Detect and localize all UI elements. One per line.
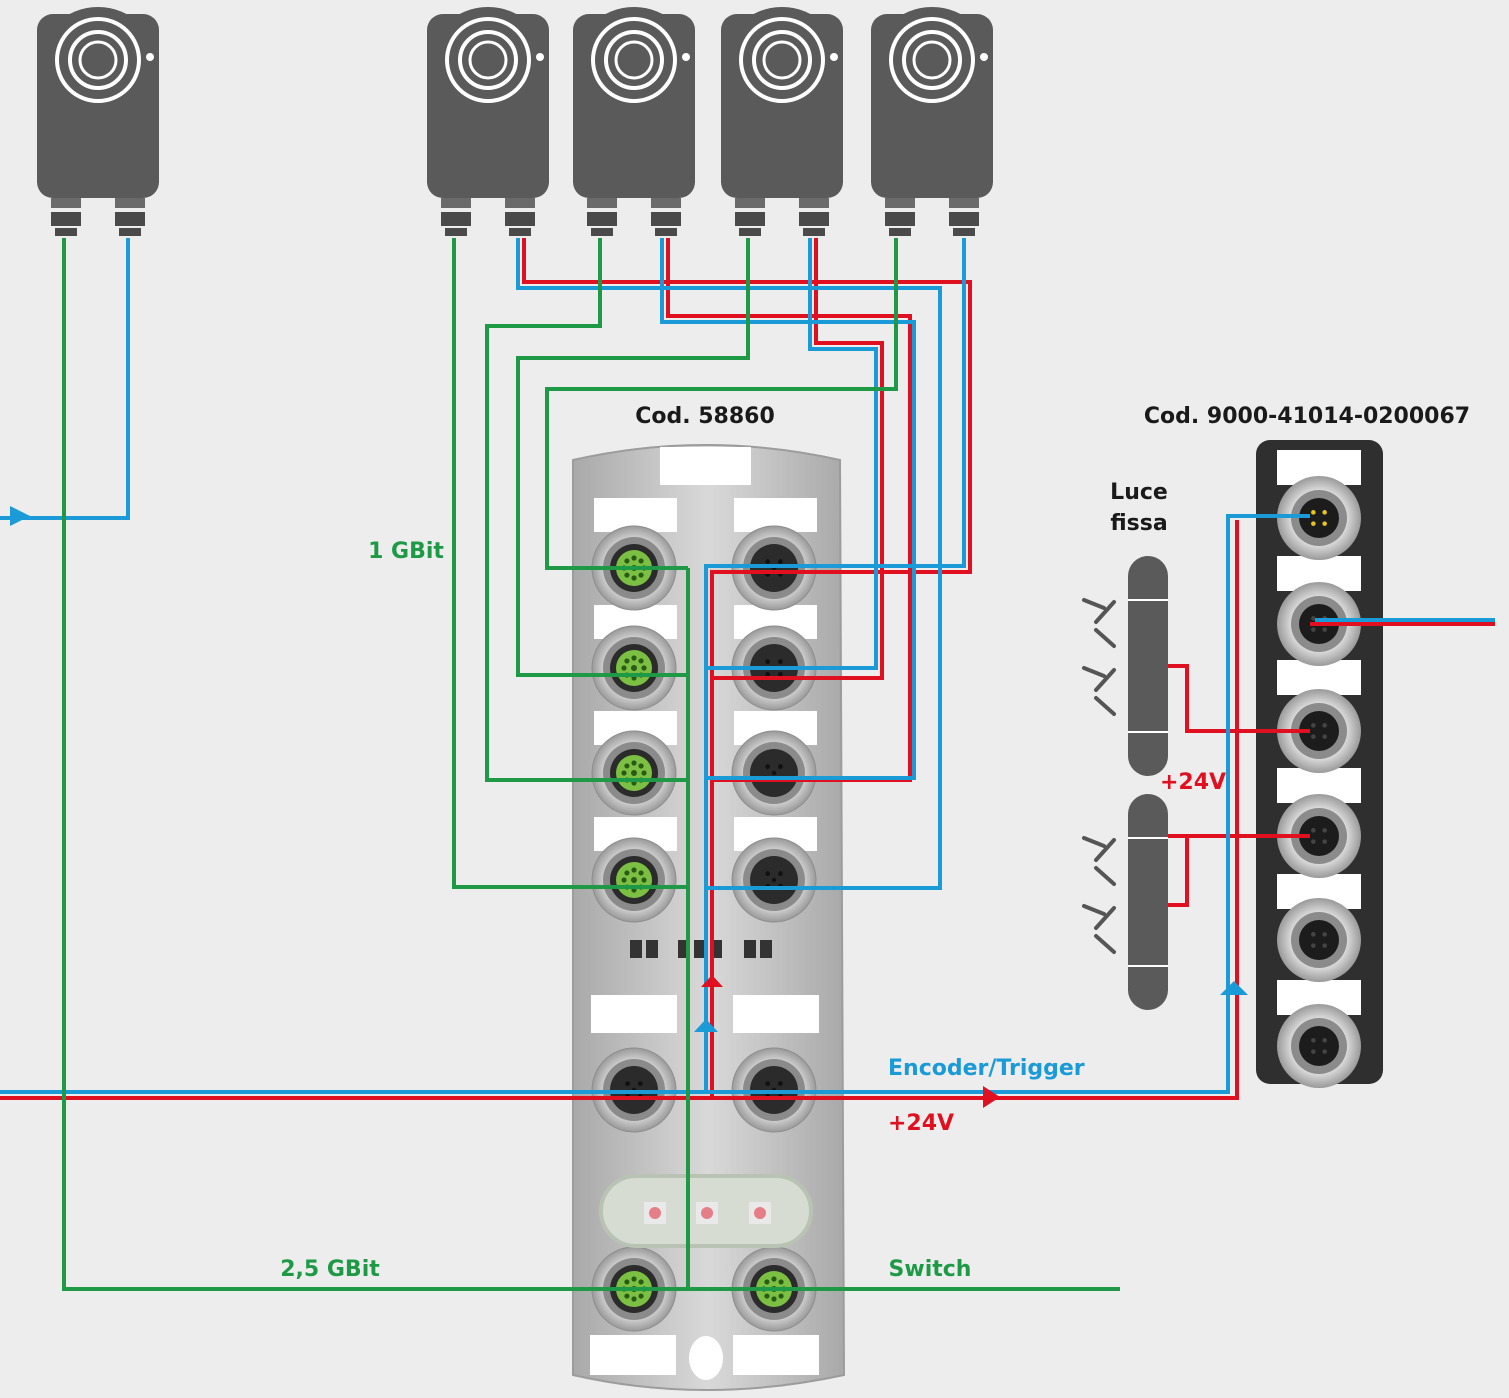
v24-bottom-label: +24V	[888, 1111, 954, 1136]
camera-connector	[441, 198, 471, 236]
trigger-wires	[0, 238, 1495, 1094]
lens-ring	[889, 17, 975, 103]
mounting-hole	[689, 1336, 723, 1380]
status-led-dot	[754, 1207, 766, 1219]
led-dot	[536, 53, 544, 61]
camera-connector	[651, 198, 681, 236]
camera	[427, 7, 549, 236]
lens-ring	[445, 17, 531, 103]
status-led-row	[630, 940, 772, 958]
lens	[752, 30, 812, 90]
gbit-1-label: 1 GBit	[368, 539, 444, 564]
led-dot	[980, 53, 988, 61]
led-dot	[682, 53, 690, 61]
label-plate	[591, 995, 677, 1033]
light-rays-icon	[1082, 904, 1116, 954]
led-dot	[146, 53, 154, 61]
label-plate	[660, 447, 751, 485]
switch-code-label: Cod. 58860	[635, 404, 775, 429]
light-label-line1: Luce	[1110, 480, 1168, 505]
light-label-line2: fissa	[1110, 511, 1167, 536]
camera-connector	[587, 198, 617, 236]
camera-connector	[505, 198, 535, 236]
camera-connector	[735, 198, 765, 236]
camera-connector	[885, 198, 915, 236]
io-module-code-label: Cod. 9000-41014-0200067	[1144, 404, 1470, 429]
camera	[37, 7, 159, 236]
io-module	[1256, 440, 1383, 1088]
rj45-m12-port	[591, 625, 677, 711]
light-bar	[1082, 794, 1168, 1010]
m12-port	[731, 837, 817, 923]
light-rays-icon	[1082, 666, 1116, 716]
m12-port	[1277, 689, 1361, 773]
lens-ring	[591, 17, 677, 103]
m12-port	[731, 730, 817, 816]
status-led	[646, 940, 658, 958]
m12-port	[1277, 1004, 1361, 1088]
status-led-dot	[649, 1207, 661, 1219]
status-led	[760, 940, 772, 958]
camera	[721, 7, 843, 236]
lens	[68, 30, 128, 90]
rj45-m12-port	[591, 837, 677, 923]
m12-port	[1277, 476, 1361, 560]
camera-connector	[51, 198, 81, 236]
ethernet-switch-module	[572, 444, 846, 1391]
switch-label: Switch	[889, 1257, 972, 1282]
encoder-trigger-label: Encoder/Trigger	[888, 1056, 1085, 1081]
camera	[871, 7, 993, 236]
camera	[573, 7, 695, 236]
light-rays-icon	[1082, 598, 1116, 648]
light-rays-icon	[1082, 836, 1116, 886]
status-led	[694, 940, 706, 958]
arrow-up-icon	[694, 1019, 718, 1032]
status-led	[744, 940, 756, 958]
lens	[902, 30, 962, 90]
camera-connector	[115, 198, 145, 236]
camera-connector	[799, 198, 829, 236]
rj45-m12-port	[591, 730, 677, 816]
ethernet-wires	[62, 238, 1120, 1291]
gbit-25-label: 2,5 GBit	[280, 1257, 380, 1282]
label-plate	[733, 995, 819, 1033]
lens-ring	[55, 17, 141, 103]
m12-port	[1277, 898, 1361, 982]
status-led-dot	[701, 1207, 713, 1219]
arrow-right-icon	[10, 506, 30, 526]
light-bar	[1082, 556, 1168, 776]
arrow-up-icon	[701, 975, 723, 987]
lens	[604, 30, 664, 90]
camera-connector	[949, 198, 979, 236]
status-led	[630, 940, 642, 958]
arrow-up-icon	[1220, 981, 1248, 995]
lens	[458, 30, 518, 90]
label-plate	[590, 1335, 676, 1375]
label-plate	[733, 1335, 819, 1375]
arrow-right-icon	[983, 1086, 1000, 1108]
m12-port	[1277, 794, 1361, 878]
led-dot	[830, 53, 838, 61]
v24-light-label: +24V	[1160, 770, 1226, 795]
lens-ring	[739, 17, 825, 103]
